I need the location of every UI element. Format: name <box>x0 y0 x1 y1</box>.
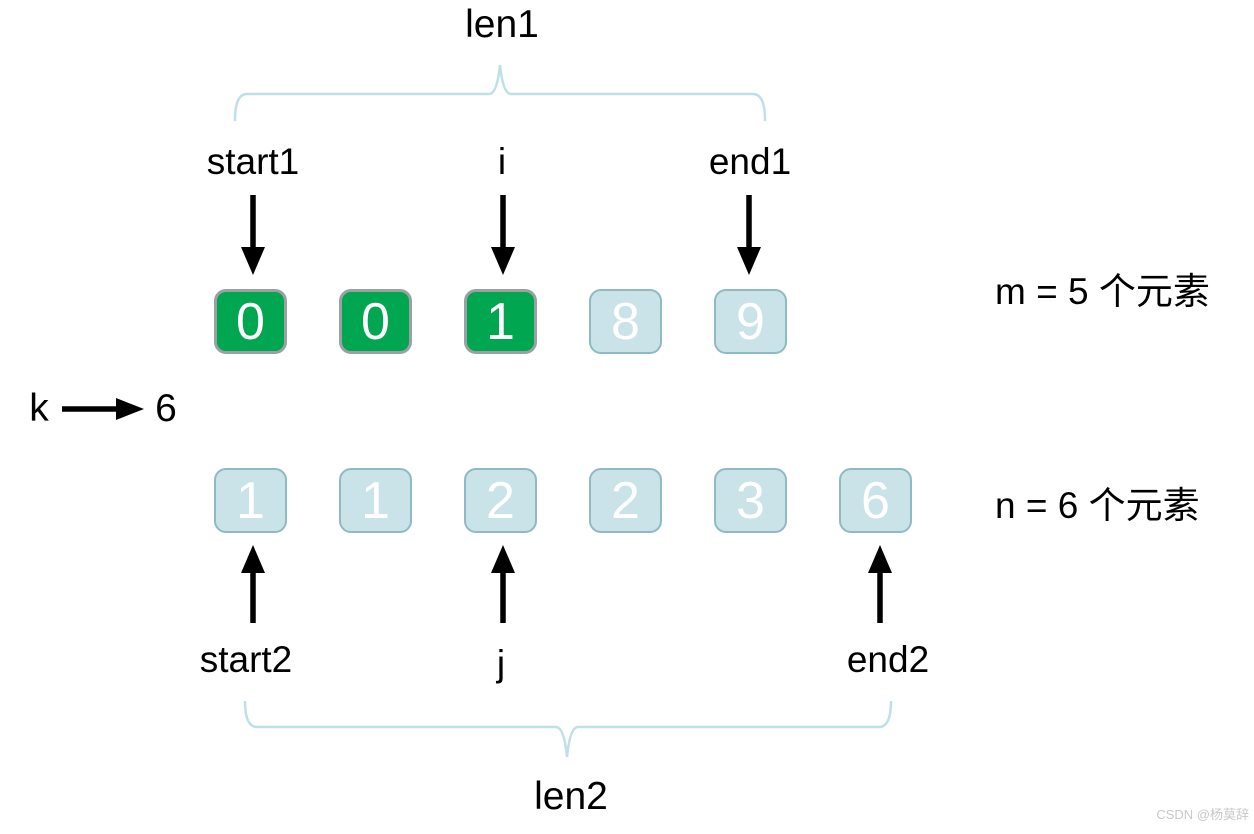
len1-brace <box>233 64 767 122</box>
array-cell: 1 <box>339 468 412 533</box>
start2-arrow-up-icon <box>241 545 265 623</box>
k-arrow-right-icon <box>62 398 144 420</box>
array-cell: 2 <box>589 468 662 533</box>
watermark-text: CSDN @杨莫辞 <box>1156 807 1249 822</box>
array-cell: 0 <box>339 289 412 354</box>
array-cell: 8 <box>589 289 662 354</box>
pointer-label-start2: start2 <box>199 639 293 680</box>
pointer-label-end2: end2 <box>846 639 930 680</box>
pointer-label-start1: start1 <box>206 141 300 182</box>
j-arrow-up-icon <box>491 545 515 623</box>
array-cell: 0 <box>214 289 287 354</box>
end2-arrow-up-icon <box>868 545 892 623</box>
len2-label: len2 <box>534 775 608 818</box>
len2-brace <box>243 701 893 758</box>
k-var-label: k <box>29 387 49 430</box>
pointer-label-end1: end1 <box>708 141 792 182</box>
pointer-label-i: i <box>497 141 507 182</box>
array-cell: 1 <box>464 289 537 354</box>
start1-arrow-down-icon <box>241 195 265 275</box>
array-cell: 9 <box>714 289 787 354</box>
array-cell: 2 <box>464 468 537 533</box>
array-cell: 1 <box>214 468 287 533</box>
k-value-label: 6 <box>155 387 177 430</box>
array1-count-label: m = 5 个元素 <box>995 271 1210 312</box>
array2-count-label: n = 6 个元素 <box>995 485 1200 526</box>
pointer-label-j: j <box>496 643 506 684</box>
end1-arrow-down-icon <box>737 195 761 275</box>
i-arrow-down-icon <box>491 195 515 275</box>
array-cell: 3 <box>714 468 787 533</box>
len1-label: len1 <box>465 3 539 46</box>
array-cell: 6 <box>839 468 912 533</box>
